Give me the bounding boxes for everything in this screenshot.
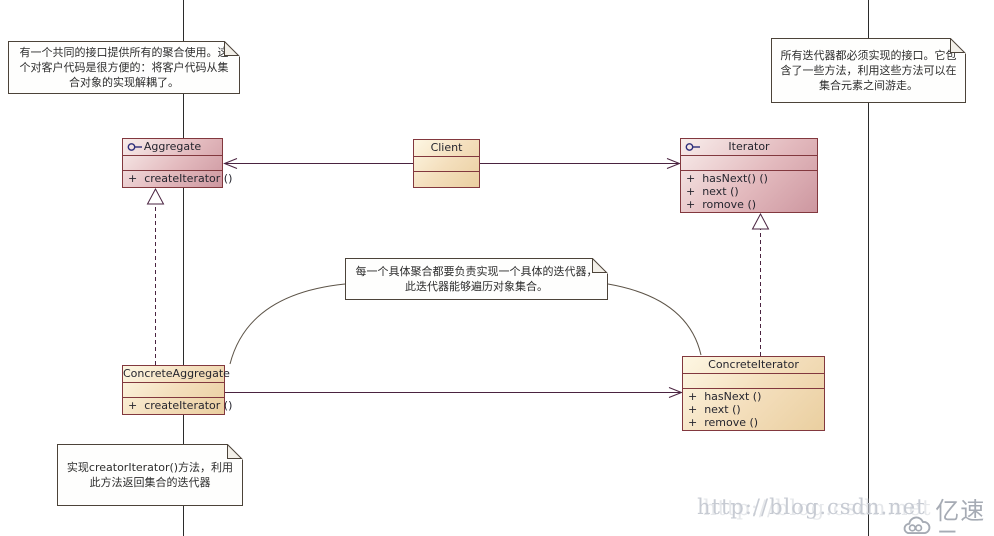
realization-concreteiterator-iterator [751, 212, 770, 356]
interface-lollipop-icon [685, 143, 700, 151]
association-client-iterator [480, 158, 681, 169]
class-header: Client [414, 140, 479, 157]
class-header: Aggregate [123, 139, 222, 156]
open-arrowhead-icon [666, 158, 681, 169]
class-header: Iterator [681, 139, 817, 156]
cloud-logo-icon [903, 516, 931, 534]
class-concrete-aggregate: ConcreteAggregate + createIterator () [122, 365, 233, 415]
methods-compartment: + hasNext() () + next () + romove () [681, 171, 817, 212]
watermark-url: http://blog.csdn.net [697, 495, 926, 519]
note-concrete-relation: 每一个具体聚合都要负责实现一个具体的迭代器，此迭代器能够遍历对象集合。 [345, 258, 608, 300]
hollow-triangle-icon [751, 212, 770, 230]
note-link-concreteiterator [607, 283, 702, 356]
method-label: + hasNext() () [686, 172, 768, 185]
attributes-compartment [123, 383, 224, 398]
methods-compartment: + createIterator () [123, 398, 233, 414]
hollow-triangle-icon [146, 187, 165, 205]
methods-compartment: + hasNext () + next () + remove () [683, 389, 824, 430]
class-iterator: Iterator + hasNext() () + next () + romo… [680, 138, 818, 213]
class-header: ConcreteIterator [683, 357, 824, 374]
attributes-compartment [681, 156, 817, 171]
note-text: 所有迭代器都必须实现的接口。它包含了一些方法，利用这些方法可以在集合元素之间游走… [780, 49, 957, 92]
class-client: Client [413, 139, 480, 188]
brand-name: 亿速云 [935, 497, 986, 536]
class-name: Aggregate [143, 140, 202, 153]
class-name: ConcreteIterator [708, 358, 799, 371]
method-label: + next () [688, 403, 741, 416]
note-link-concreteaggregate [229, 283, 346, 365]
method-label: + remove () [688, 416, 759, 429]
note-aggregate-description: 有一个共同的接口提供所有的聚合使用。这个对客户代码是很方便的：将客户代码从集合对… [8, 41, 240, 94]
attributes-compartment [683, 374, 824, 389]
note-text: 有一个共同的接口提供所有的聚合使用。这个对客户代码是很方便的：将客户代码从集合对… [19, 46, 229, 89]
folded-corner-icon [950, 38, 966, 54]
class-name: Iterator [728, 140, 770, 153]
note-text: 每一个具体聚合都要负责实现一个具体的迭代器，此迭代器能够遍历对象集合。 [355, 265, 598, 293]
class-header: ConcreteAggregate [123, 366, 230, 383]
attributes-compartment [414, 157, 479, 172]
class-name: Client [430, 141, 463, 154]
attributes-compartment [123, 156, 222, 171]
method-label: + next () [686, 185, 739, 198]
association-concreteaggregate-concreteiterator [225, 387, 683, 398]
folded-corner-icon [592, 258, 608, 274]
realization-concreteaggregate-aggregate [146, 187, 165, 365]
methods-compartment: + createIterator () [123, 171, 233, 187]
note-create-iterator: 实现creatorIterator()方法，利用此方法返回集合的迭代器 [57, 444, 243, 506]
open-arrowhead-icon [223, 158, 238, 169]
interface-lollipop-icon [127, 143, 142, 151]
class-name: ConcreteAggregate [123, 367, 230, 380]
folded-corner-icon [227, 444, 243, 460]
open-arrowhead-icon [668, 387, 683, 398]
class-aggregate: Aggregate + createIterator () [122, 138, 233, 188]
method-label: + hasNext () [688, 390, 762, 403]
association-client-aggregate [223, 158, 413, 169]
method-label: + createIterator () [128, 399, 233, 412]
class-concrete-iterator: ConcreteIterator + hasNext () + next () … [682, 356, 825, 431]
method-label: + createIterator () [128, 172, 233, 185]
folded-corner-icon [224, 41, 240, 57]
yisuyun-brand-watermark: 亿速云 [901, 496, 994, 536]
methods-compartment [414, 172, 479, 187]
method-label: + romove () [686, 198, 757, 211]
note-text: 实现creatorIterator()方法，利用此方法返回集合的迭代器 [66, 461, 234, 489]
note-iterator-description: 所有迭代器都必须实现的接口。它包含了一些方法，利用这些方法可以在集合元素之间游走… [771, 38, 966, 103]
